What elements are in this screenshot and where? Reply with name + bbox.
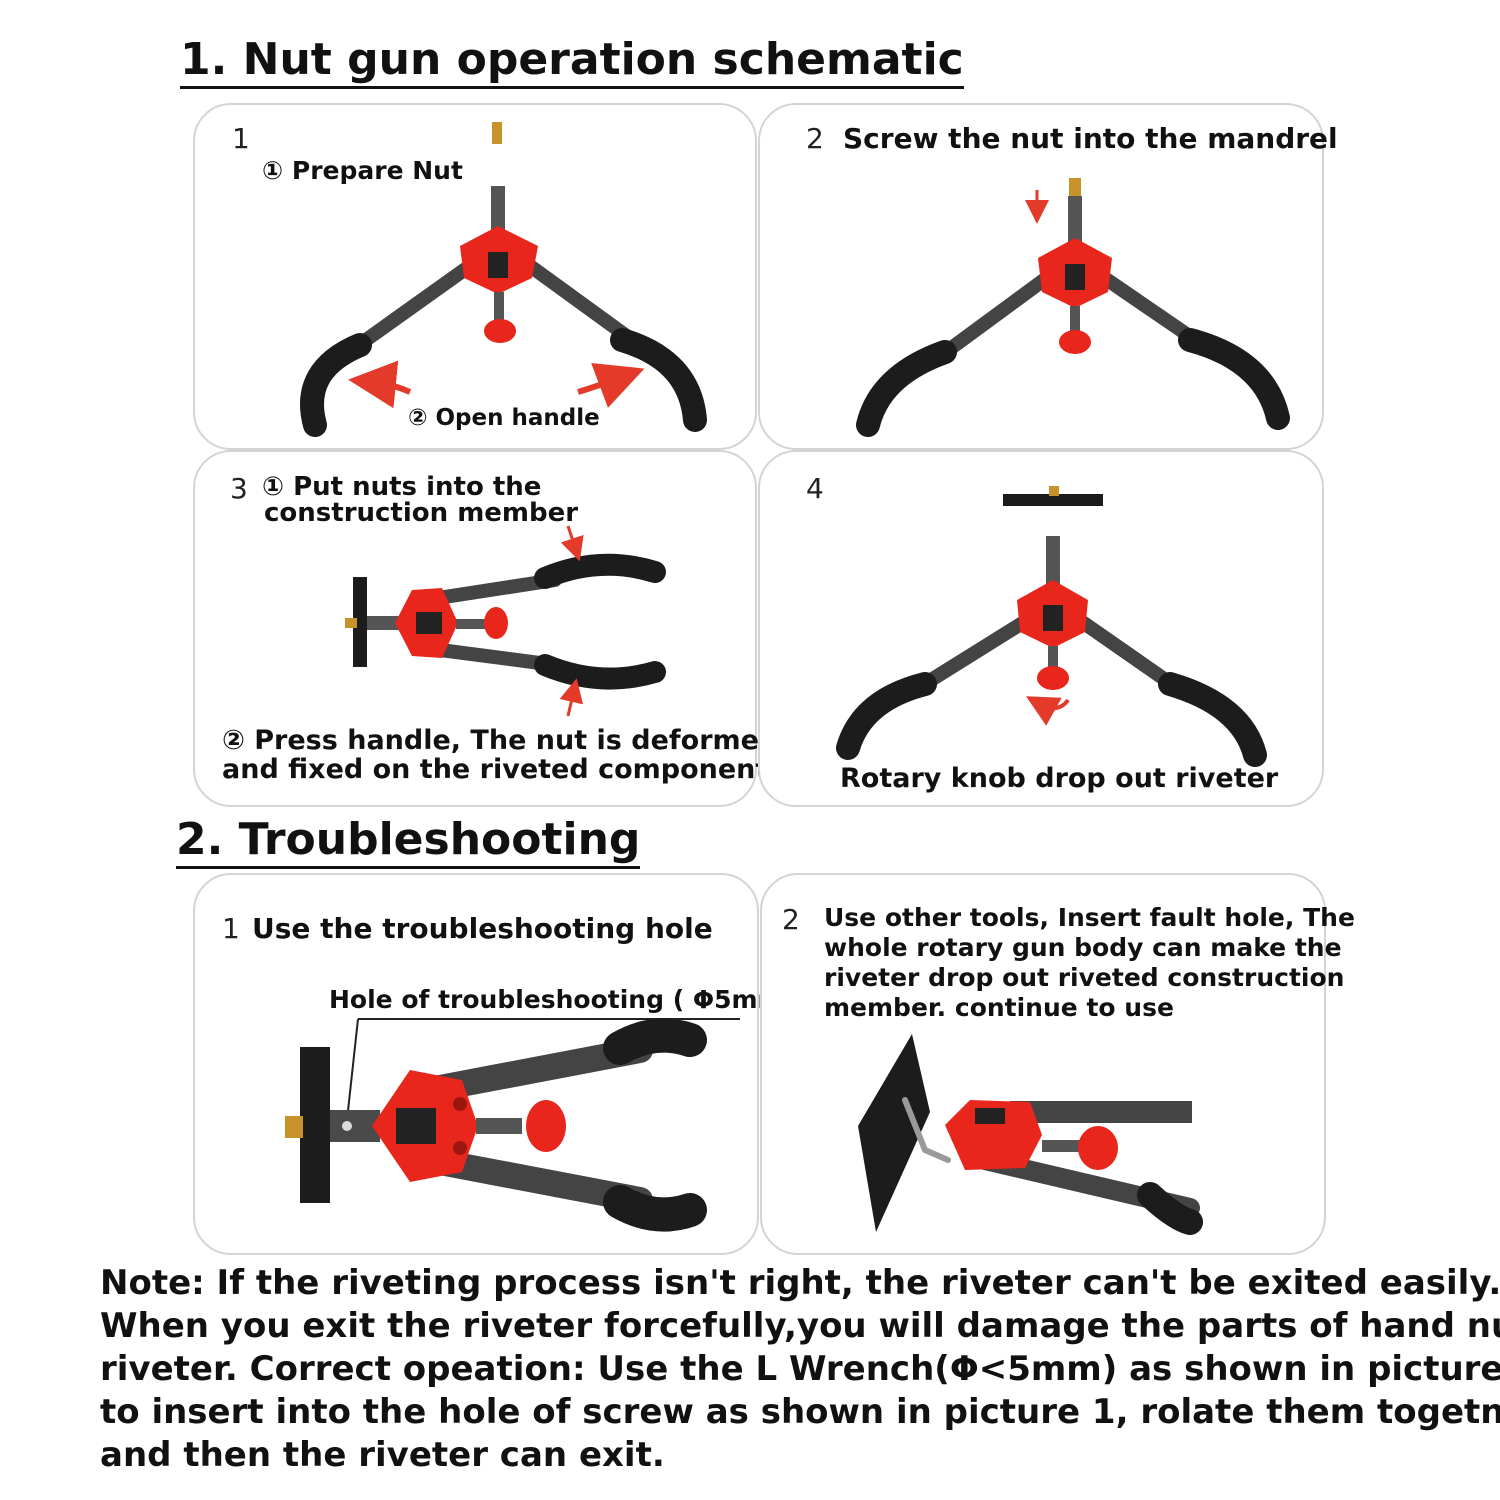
- step3-screw: [456, 619, 486, 629]
- note-line-4: to insert into the hole of screw as show…: [100, 1392, 1500, 1432]
- step3-plate: [353, 577, 367, 667]
- step1-screw: [494, 292, 504, 326]
- trouble1-plate: [300, 1047, 330, 1203]
- step1-right-arm: [508, 248, 639, 347]
- step1-open-handle-label: ② Open handle: [408, 405, 600, 431]
- step2-right-handle: [1178, 328, 1290, 430]
- trouble2-l-wrench: [902, 1097, 951, 1163]
- section2-title: 2. Troubleshooting: [176, 818, 641, 869]
- step4-left-arm: [908, 605, 1047, 697]
- step4-screw: [1048, 646, 1058, 672]
- step1-left-handle: [300, 333, 372, 437]
- trouble2-lower-handle: [1137, 1182, 1203, 1235]
- step3-knob: [484, 607, 508, 639]
- step4-head-label: [1043, 605, 1063, 631]
- trouble1-riveter-illustration: [285, 1018, 740, 1232]
- trouble1-mandrel: [330, 1110, 380, 1142]
- trouble2-screw: [1042, 1140, 1082, 1152]
- step2-left-arm: [928, 261, 1067, 367]
- step3-fixed-label: and fixed on the riveted component: [222, 754, 769, 785]
- step1-loose-nut: [492, 122, 502, 144]
- step2-mandrel: [1068, 196, 1082, 244]
- note-line-1: Note: If the riveting process isn't righ…: [100, 1263, 1500, 1303]
- step2-head-label: [1065, 264, 1085, 290]
- step4-rotate-arrow: [1026, 696, 1070, 726]
- step3-construction-member-label: construction member: [264, 498, 579, 528]
- step1-number: 1: [232, 122, 250, 155]
- step2-knob: [1059, 330, 1091, 354]
- trouble1-head-bolt-top: [453, 1097, 467, 1111]
- step3-number: 3: [230, 472, 248, 505]
- trouble1-callout-pointer: [346, 1018, 359, 1121]
- trouble1-hole-label: Hole of troubleshooting ( Φ5mm): [329, 985, 796, 1014]
- step1-knob: [484, 319, 516, 343]
- step2-number: 2: [806, 122, 824, 155]
- step4-right-handle: [1158, 672, 1267, 767]
- step4-knob: [1037, 666, 1069, 690]
- step3-lower-handle: [534, 654, 666, 690]
- step3-lower-arm: [418, 641, 562, 672]
- trouble1-hole: [342, 1121, 352, 1131]
- trouble1-nut: [285, 1116, 303, 1138]
- trouble1-head-bolt-bottom: [453, 1141, 467, 1155]
- step4-left-handle: [836, 672, 937, 760]
- step1-open-arrow-left: [348, 360, 412, 409]
- trouble1-lower-handle: [603, 1185, 707, 1232]
- step3-press-handle-label: ② Press handle, The nut is deformed: [222, 725, 779, 756]
- note-line-3: riveter. Correct opeation: Use the L Wre…: [100, 1349, 1500, 1389]
- step1-head-label: [488, 252, 508, 278]
- step4-mandrel: [1046, 536, 1060, 586]
- step1-mandrel: [491, 186, 505, 232]
- step3-upper-handle: [534, 553, 666, 589]
- trouble2-red-head: [945, 1100, 1042, 1170]
- trouble2-riveter-illustration: [858, 1034, 1203, 1235]
- step3-mandrel: [367, 616, 401, 630]
- trouble2-head-label: [975, 1108, 1005, 1124]
- step4-released-plate: [1003, 494, 1103, 506]
- note-line-5: and then the riveter can exit.: [100, 1435, 665, 1475]
- step2-nut-on-mandrel: [1069, 178, 1081, 198]
- step1-right-handle: [610, 328, 707, 432]
- step3-press-arrow-bottom: [559, 678, 583, 717]
- note-block: Note: If the riveting process isn't righ…: [100, 1262, 1500, 1477]
- step3-press-arrow-top: [560, 525, 584, 562]
- step3-riveter-illustration: [345, 525, 666, 717]
- step4-number: 4: [806, 472, 824, 505]
- step4-riveter-illustration: [836, 486, 1267, 767]
- step4-instruction: Rotary knob drop out riveter: [840, 763, 1279, 794]
- trouble1-screw: [476, 1118, 522, 1134]
- step1-prepare-nut-label: ① Prepare Nut: [262, 156, 463, 185]
- trouble1-instruction: Use the troubleshooting hole: [252, 912, 713, 945]
- trouble2-line-4: member. continue to use: [824, 993, 1174, 1022]
- step2-instruction: Screw the nut into the mandrel: [843, 122, 1338, 155]
- trouble1-upper-handle: [603, 1018, 707, 1065]
- note-line-2: When you exit the riveter forcefully,you…: [100, 1306, 1500, 1346]
- step1-riveter-illustration: [300, 122, 707, 437]
- trouble2-number: 2: [782, 903, 800, 936]
- trouble1-head-label: [396, 1108, 436, 1144]
- step2-left-handle: [856, 340, 957, 437]
- step3-upper-arm: [418, 573, 562, 607]
- trouble1-knob: [526, 1100, 566, 1152]
- trouble1-number: 1: [222, 912, 240, 945]
- step2-screw: [1070, 306, 1080, 336]
- step1-open-arrow-right: [577, 362, 645, 408]
- section1-title: 1. Nut gun operation schematic: [180, 38, 964, 89]
- trouble1-panel: [193, 873, 759, 1255]
- step4-released-nut: [1049, 486, 1059, 496]
- trouble2-panel: [760, 873, 1326, 1255]
- step3-nut: [345, 618, 357, 628]
- trouble2-line-1: Use other tools, Insert fault hole, The: [824, 903, 1355, 932]
- step3-head-label: [416, 612, 442, 634]
- step2-riveter-illustration: [856, 178, 1290, 437]
- trouble2-line-2: whole rotary gun body can make the: [824, 933, 1342, 962]
- trouble2-knob: [1078, 1126, 1118, 1170]
- trouble2-line-3: riveter drop out riveted construction: [824, 963, 1345, 992]
- step3-put-nuts-label: ① Put nuts into the: [262, 472, 542, 502]
- trouble2-plate: [858, 1034, 930, 1232]
